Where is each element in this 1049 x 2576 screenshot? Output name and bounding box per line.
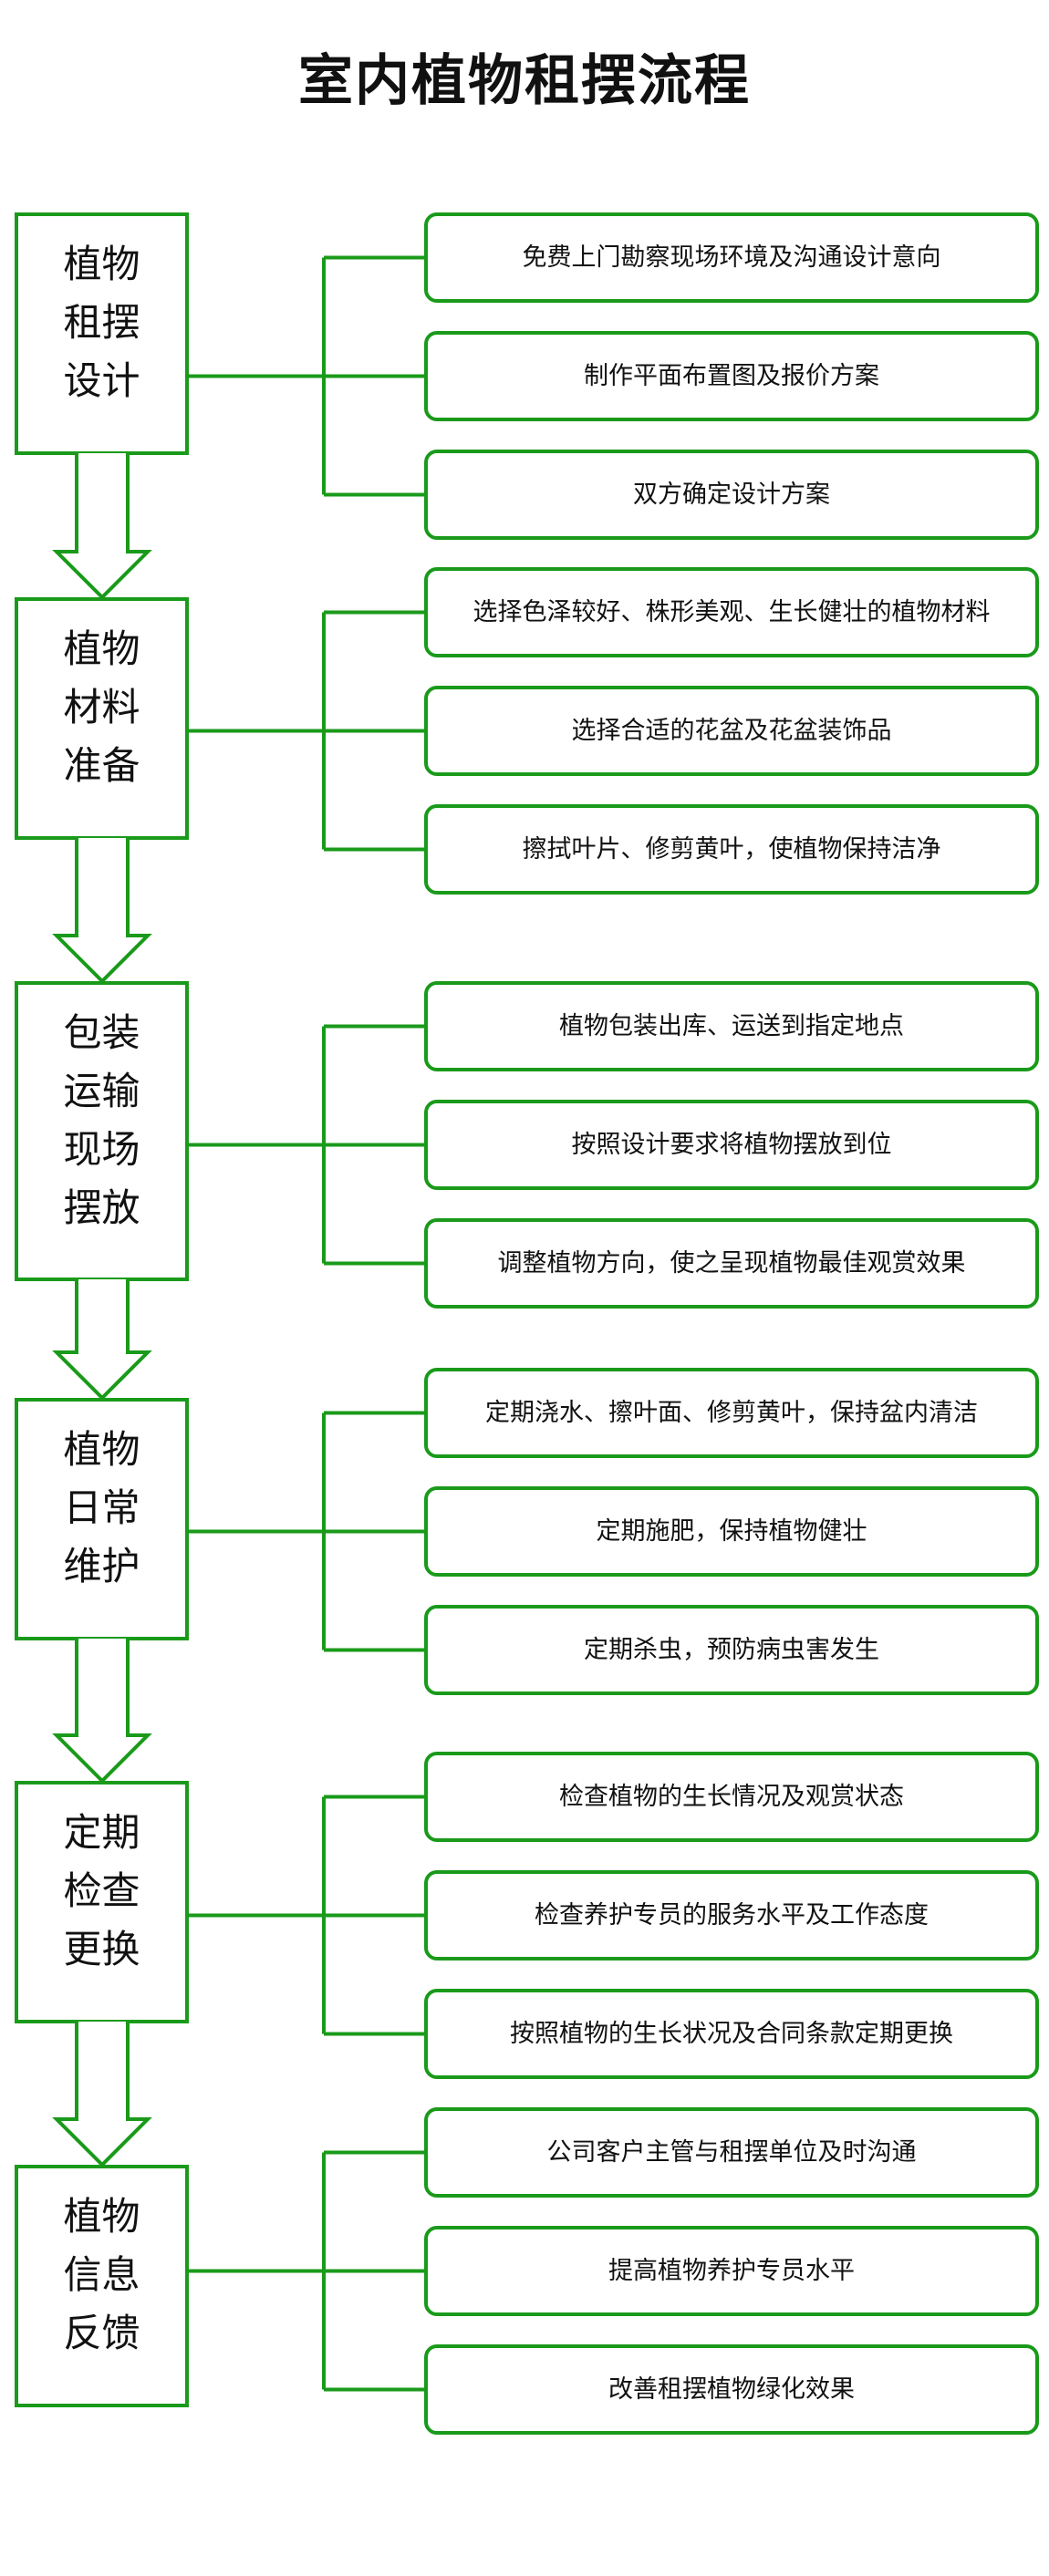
down-arrow — [52, 838, 152, 984]
step-box — [15, 1781, 189, 2023]
step-label-line: 材料 — [63, 685, 140, 729]
item-box — [424, 331, 1039, 421]
item-label: 提高植物养护专员水平 — [608, 2256, 855, 2285]
item-box — [424, 1605, 1039, 1695]
step-label: 植物租摆设计 — [16, 235, 187, 410]
step-label-line: 植物 — [63, 2194, 140, 2239]
item-label: 定期施肥，保持植物健壮 — [596, 1516, 867, 1546]
item-label: 选择色泽较好、株形美观、生长健壮的植物材料 — [473, 597, 991, 626]
step-box — [15, 597, 189, 840]
step-box — [15, 981, 189, 1281]
item-box — [424, 686, 1039, 776]
item-box — [424, 212, 1039, 303]
item-box — [424, 567, 1039, 657]
item-label: 定期杀虫，预防病虫害发生 — [584, 1635, 879, 1664]
step-label-line: 运输 — [63, 1068, 140, 1113]
item-box — [424, 1218, 1039, 1309]
item-label: 制作平面布置图及报价方案 — [584, 361, 879, 390]
item-label: 按照植物的生长状况及合同条款定期更换 — [510, 2019, 953, 2048]
step-label-line: 日常 — [63, 1485, 140, 1530]
step-label-line: 租摆 — [63, 300, 140, 345]
item-label: 调整植物方向，使之呈现植物最佳观赏效果 — [497, 1248, 966, 1278]
item-label: 按照设计要求将植物摆放到位 — [571, 1130, 892, 1159]
step-label: 包装运输现场摆放 — [16, 1004, 187, 1237]
step-label: 定期检查更换 — [16, 1804, 187, 1979]
down-arrow — [52, 1279, 152, 1401]
step-label-line: 更换 — [63, 1927, 140, 1971]
step-label-line: 设计 — [63, 358, 140, 403]
item-label: 检查养护专员的服务水平及工作态度 — [535, 1900, 929, 1929]
step-label-line: 现场 — [63, 1126, 140, 1172]
step-label-line: 信息 — [63, 2252, 140, 2297]
step-label: 植物信息反馈 — [16, 2188, 187, 2363]
item-label: 植物包装出库、运送到指定地点 — [559, 1011, 904, 1040]
item-box — [424, 1486, 1039, 1577]
step-box — [15, 2165, 189, 2407]
item-label: 检查植物的生长情况及观赏状态 — [559, 1782, 904, 1811]
step-label: 植物材料准备 — [16, 620, 187, 795]
item-label: 免费上门勘察现场环境及沟通设计意向 — [522, 243, 941, 272]
step-label-line: 准备 — [63, 743, 140, 788]
item-box — [424, 2344, 1039, 2435]
step-label-line: 反馈 — [63, 2311, 140, 2355]
step-label-line: 摆放 — [63, 1185, 140, 1230]
step-label-line: 包装 — [63, 1009, 140, 1055]
item-box — [424, 2107, 1039, 2198]
step-label: 植物日常维护 — [16, 1421, 187, 1596]
step-label-line: 定期 — [63, 1810, 140, 1855]
down-arrow — [52, 2022, 152, 2167]
item-box — [424, 2226, 1039, 2316]
step-label-line: 植物 — [63, 626, 140, 671]
item-box — [424, 1368, 1039, 1458]
item-label: 选择合适的花盆及花盆装饰品 — [571, 716, 892, 745]
step-label-line: 检查 — [63, 1868, 140, 1913]
item-label: 定期浇水、擦叶面、修剪黄叶，保持盆内清洁 — [485, 1398, 978, 1427]
step-label-line: 植物 — [63, 1427, 140, 1472]
item-label: 擦拭叶片、修剪黄叶，使植物保持洁净 — [522, 834, 941, 864]
diagram-title: 室内植物租摆流程 — [298, 49, 751, 113]
item-box — [424, 981, 1039, 1071]
item-box — [424, 1989, 1039, 2079]
step-label-line: 维护 — [63, 1544, 140, 1588]
item-box — [424, 1752, 1039, 1842]
item-box — [424, 450, 1039, 540]
item-box — [424, 1100, 1039, 1190]
item-box — [424, 1870, 1039, 1960]
item-label: 双方确定设计方案 — [633, 480, 830, 509]
step-label-line: 植物 — [63, 242, 140, 286]
item-label: 公司客户主管与租摆单位及时沟通 — [546, 2137, 917, 2167]
item-label: 改善租摆植物绿化效果 — [608, 2374, 855, 2404]
down-arrow — [52, 453, 152, 600]
step-box — [15, 212, 189, 455]
down-arrow — [52, 1639, 152, 1784]
item-box — [424, 804, 1039, 895]
